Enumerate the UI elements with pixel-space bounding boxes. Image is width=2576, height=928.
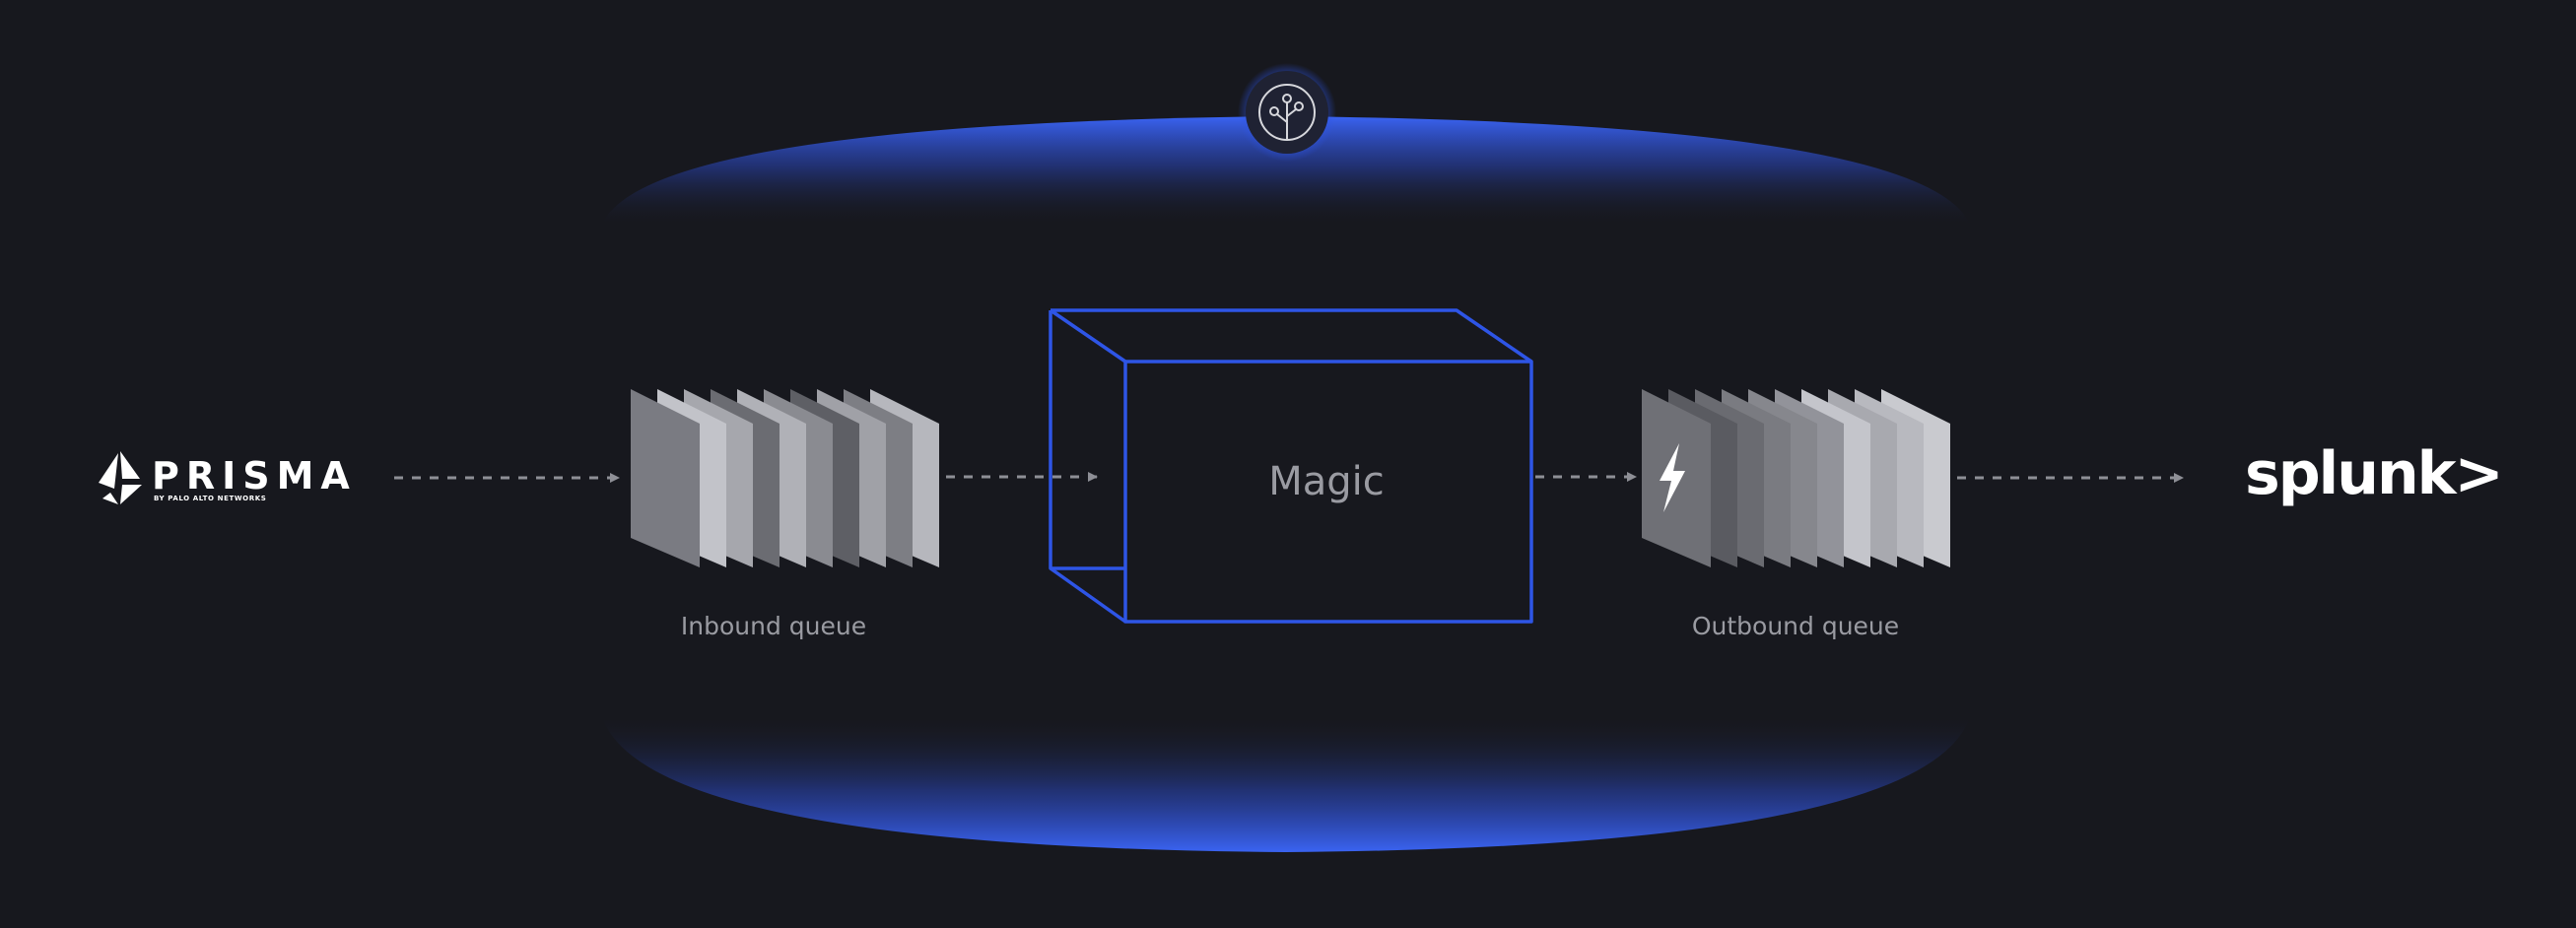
destination-logo: splunk> [2245,439,2504,508]
top-glow [601,116,1971,227]
splunk-logo-icon: splunk> [2245,439,2502,508]
outbound-queue-stack [1642,389,1950,567]
magic-label: Magic [1268,459,1385,504]
circuit-tree-icon [1258,84,1316,141]
magic-box [1049,308,1533,624]
bottom-glow [601,714,1971,852]
source-brand: PRISMA [152,454,357,497]
lightning-bolt-icon [1660,443,1685,512]
outbound-queue-label: Outbound queue [1692,612,1899,640]
arrows [394,472,2184,483]
queue-card [631,389,700,567]
inbound-queue-stack [631,389,939,567]
source-tagline: BY PALO ALTO NETWORKS [154,495,266,502]
source-logo: PRISMA BY PALO ALTO NETWORKS [99,451,357,504]
processor-badge [1238,63,1336,162]
inbound-queue-label: Inbound queue [681,612,866,640]
prisma-logo-icon [99,451,142,504]
